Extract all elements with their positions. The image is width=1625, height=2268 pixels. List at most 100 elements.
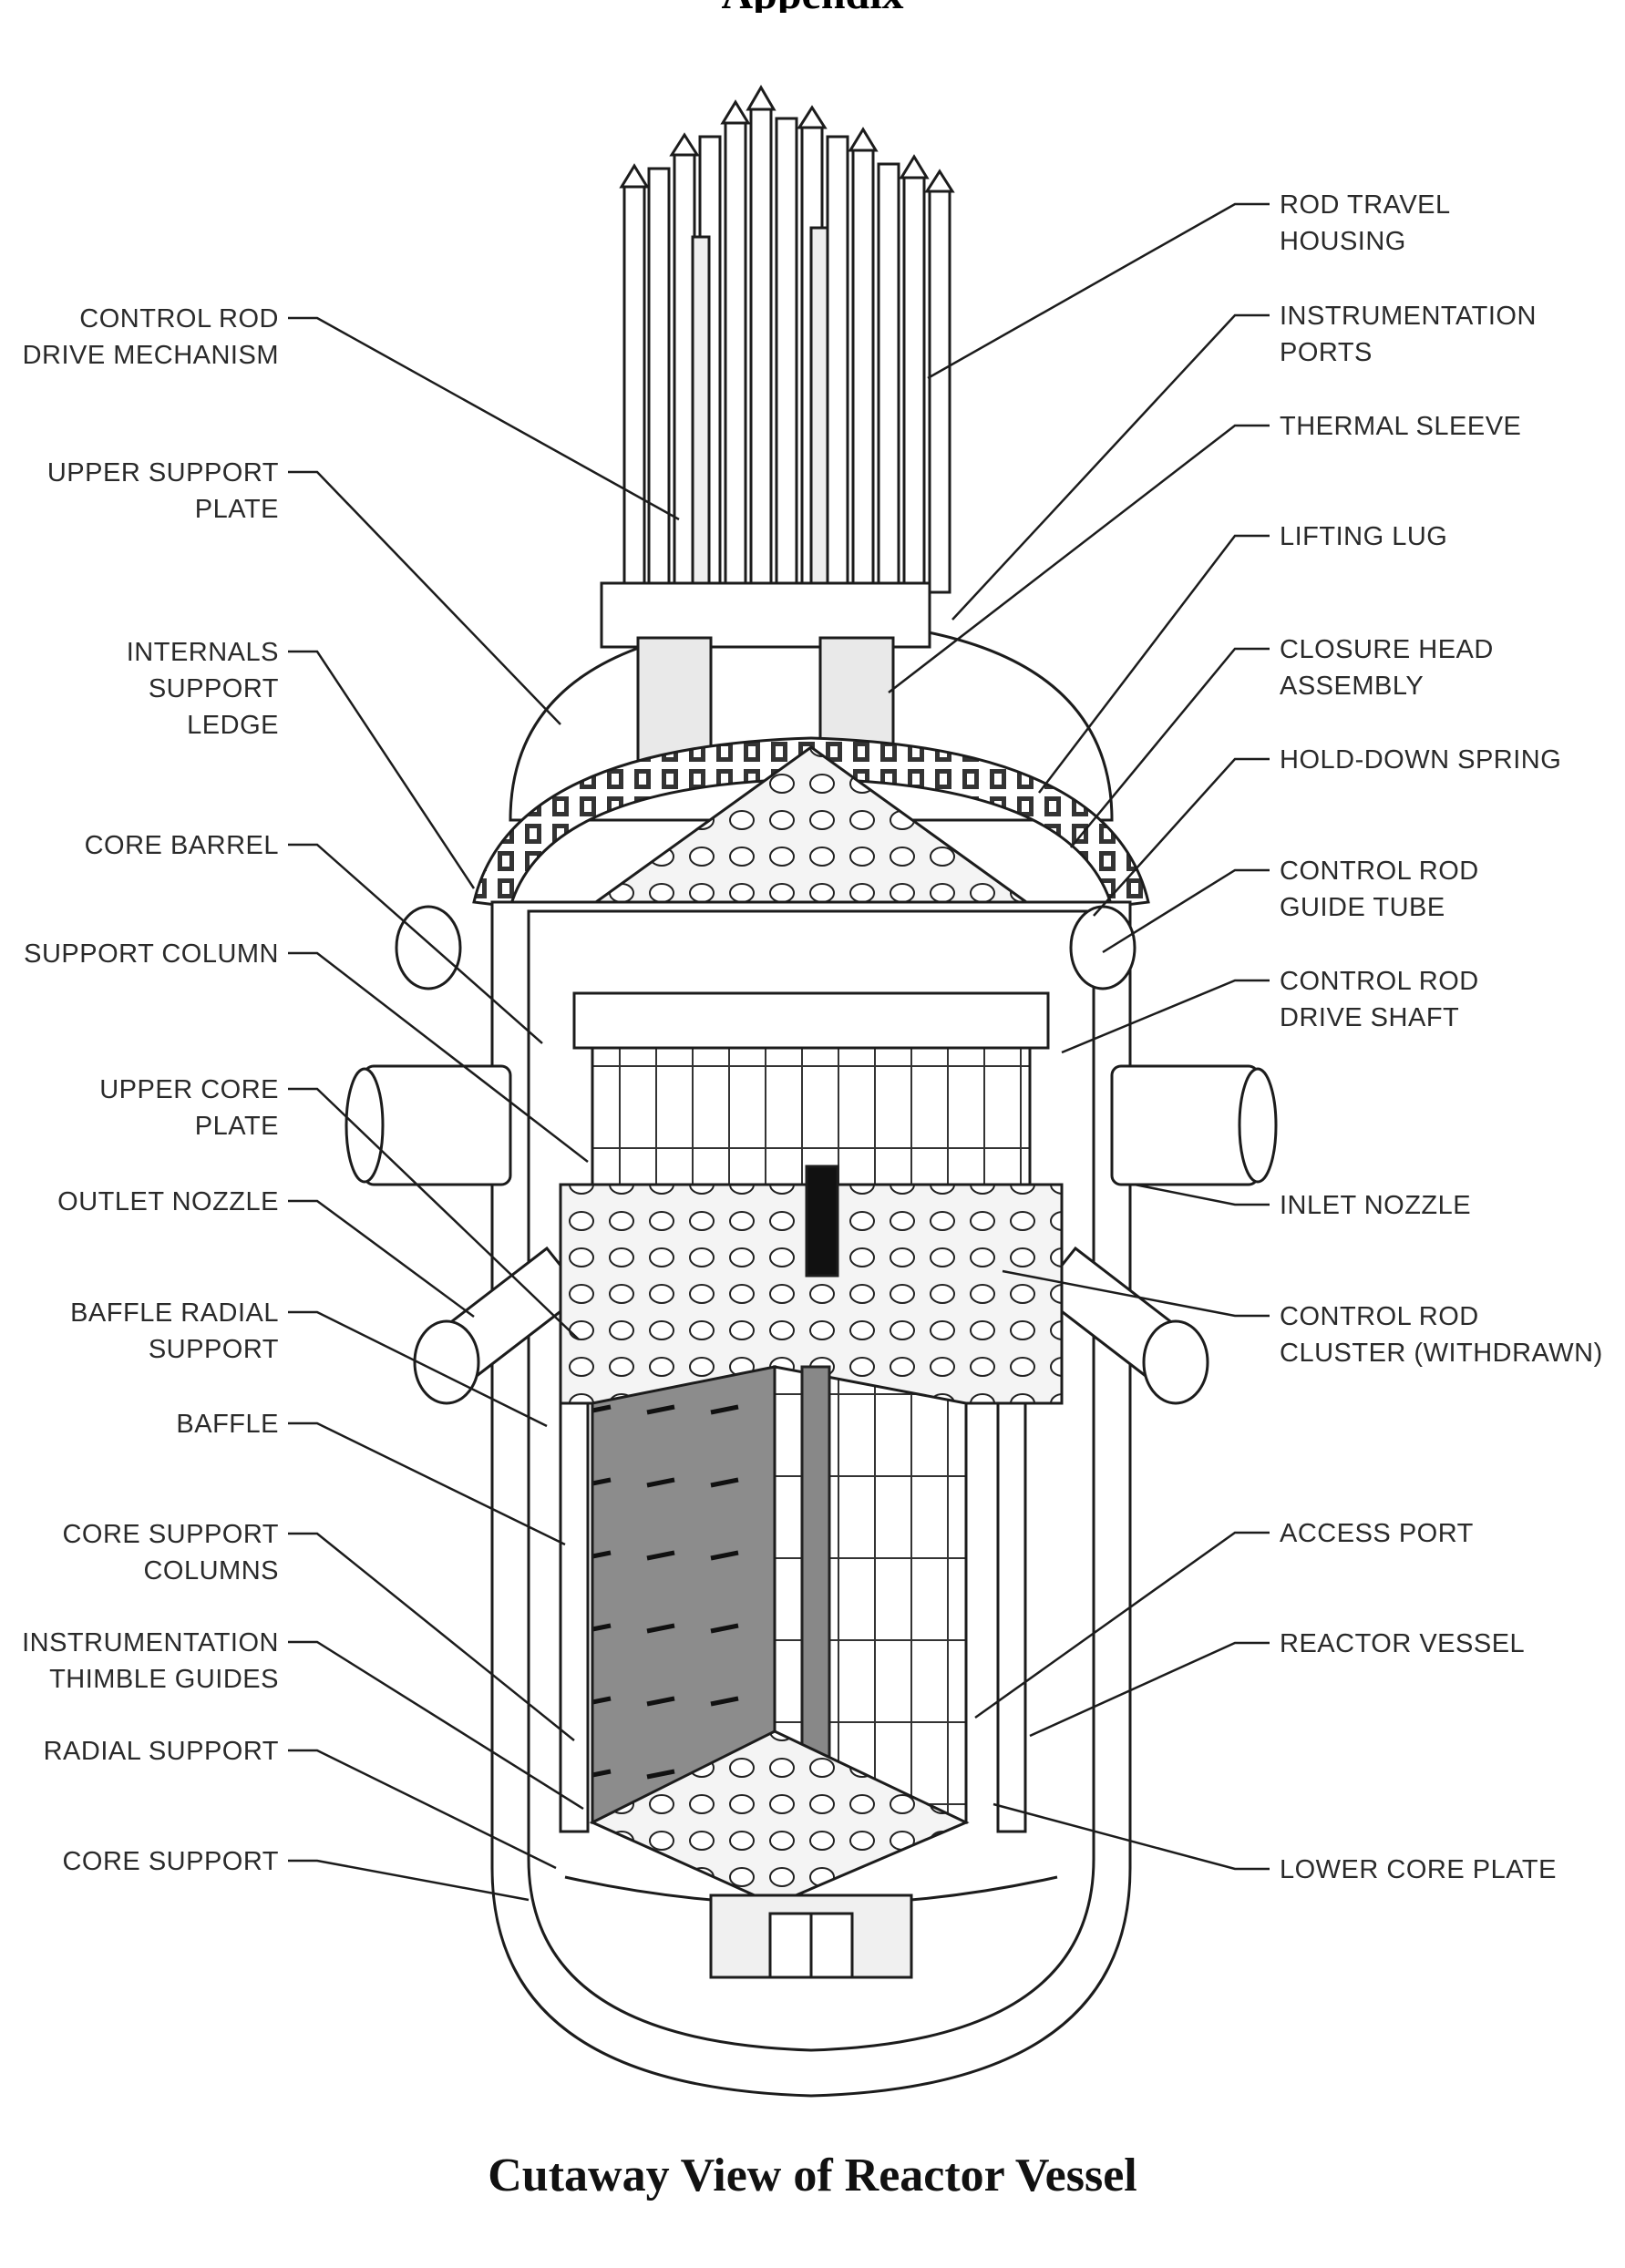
left-label-support-column-line: SUPPORT COLUMN [24, 939, 279, 969]
right-label-hold-down-spring-line: HOLD-DOWN SPRING [1280, 745, 1561, 775]
left-label-control-rod-drive-mechanism-line: CONTROL ROD [79, 304, 279, 334]
left-label-core-support-columns: CORE SUPPORT COLUMNS [62, 1520, 279, 1586]
leader-inlet-nozzle [1134, 1183, 1270, 1206]
right-label-control-rod-guide-tube-line: GUIDE TUBE [1280, 893, 1445, 922]
leader-outlet-nozzle [288, 1199, 475, 1319]
right-label-instrumentation-ports-line: PORTS [1280, 338, 1373, 367]
right-label-closure-head-assembly-line: ASSEMBLY [1280, 672, 1424, 701]
right-label-access-port: ACCESS PORT [1280, 1519, 1474, 1548]
right-callout-labels: ROD TRAVEL HOUSING INSTRUMENTATION PORTS THE… [1280, 190, 1602, 1884]
control-rod-cluster-art [805, 1165, 839, 1278]
left-label-core-support-columns-line: CORE SUPPORT [62, 1520, 279, 1549]
right-label-lifting-lug: LIFTING LUG [1280, 522, 1447, 551]
left-label-instrumentation-thimble-guides-line: THIMBLE GUIDES [49, 1665, 279, 1694]
left-label-core-support-line: CORE SUPPORT [62, 1847, 279, 1876]
leader-hold-down-spring [1093, 757, 1270, 917]
left-label-core-barrel-line: CORE BARREL [85, 831, 279, 860]
left-label-upper-support-plate-line: PLATE [195, 495, 279, 524]
leader-closure-head-assembly [1070, 647, 1270, 848]
left-label-internals-support-ledge-line: SUPPORT [149, 674, 279, 703]
left-label-upper-core-plate-line: PLATE [195, 1112, 279, 1141]
leader-radial-support [288, 1749, 557, 1870]
lower-core-plate-art [589, 1729, 970, 1906]
leader-baffle-radial-support [288, 1310, 548, 1428]
right-label-thermal-sleeve: THERMAL SLEEVE [1280, 412, 1521, 441]
left-label-core-support-columns-line: COLUMNS [143, 1556, 279, 1586]
right-label-rod-travel-housing-line: HOUSING [1280, 227, 1406, 256]
left-label-upper-support-plate-line: UPPER SUPPORT [47, 458, 279, 487]
right-label-closure-head-assembly: CLOSURE HEAD ASSEMBLY [1280, 635, 1494, 701]
appendix-heading-text: Appendix [0, 0, 1625, 13]
right-label-lifting-lug-line: LIFTING LUG [1280, 522, 1447, 551]
right-label-reactor-vessel-line: REACTOR VESSEL [1280, 1629, 1525, 1658]
leader-instrumentation-ports [951, 313, 1270, 621]
right-label-control-rod-cluster-withdrawn-line: CONTROL ROD [1280, 1302, 1479, 1331]
leader-core-support [288, 1859, 530, 1902]
right-label-thermal-sleeve-line: THERMAL SLEEVE [1280, 412, 1521, 441]
leader-lower-core-plate [992, 1802, 1270, 1871]
right-label-inlet-nozzle-line: INLET NOZZLE [1280, 1191, 1471, 1220]
leader-thermal-sleeve [888, 424, 1270, 693]
left-label-outlet-nozzle: OUTLET NOZZLE [57, 1187, 279, 1216]
right-label-control-rod-drive-shaft-line: DRIVE SHAFT [1280, 1003, 1459, 1032]
leader-control-rod-cluster [1002, 1269, 1270, 1318]
left-label-core-barrel: CORE BARREL [85, 831, 279, 860]
left-label-support-column: SUPPORT COLUMN [24, 939, 279, 969]
right-label-control-rod-drive-shaft-line: CONTROL ROD [1280, 967, 1479, 996]
vessel-artwork [345, 85, 1278, 2098]
right-label-lower-core-plate: LOWER CORE PLATE [1280, 1855, 1557, 1884]
right-label-lower-core-plate-line: LOWER CORE PLATE [1280, 1855, 1557, 1884]
leader-lines [288, 202, 1270, 1902]
right-label-instrumentation-ports: INSTRUMENTATION PORTS [1280, 302, 1537, 367]
left-label-radial-support-line: RADIAL SUPPORT [44, 1737, 279, 1766]
left-label-internals-support-ledge: INTERNALS SUPPORT LEDGE [127, 638, 279, 740]
left-label-baffle-line: BAFFLE [176, 1410, 279, 1439]
right-label-hold-down-spring: HOLD-DOWN SPRING [1280, 745, 1561, 775]
left-label-internals-support-ledge-line: INTERNALS [127, 638, 279, 667]
right-label-rod-travel-housing-line: ROD TRAVEL [1280, 190, 1451, 220]
left-label-baffle-radial-support: BAFFLE RADIAL SUPPORT [70, 1298, 279, 1364]
nozzles [345, 905, 1278, 1405]
leader-rod-travel-housing [927, 202, 1270, 380]
leader-instrumentation-thimble-guides [288, 1640, 584, 1811]
control-rod-drive-tubes [619, 85, 955, 621]
right-label-control-rod-guide-tube: CONTROL ROD GUIDE TUBE [1280, 857, 1479, 922]
appendix-heading: Appendix [0, 0, 1625, 13]
left-label-upper-support-plate: UPPER SUPPORT PLATE [47, 458, 279, 524]
left-label-instrumentation-thimble-guides: INSTRUMENTATION THIMBLE GUIDES [22, 1628, 279, 1694]
left-label-upper-core-plate: UPPER CORE PLATE [99, 1075, 279, 1141]
leader-access-port [974, 1531, 1270, 1719]
leader-baffle [288, 1421, 566, 1546]
figure-caption: Cutaway View of Reactor Vessel [488, 2150, 1137, 2201]
left-label-outlet-nozzle-line: OUTLET NOZZLE [57, 1187, 279, 1216]
left-label-baffle: BAFFLE [176, 1410, 279, 1439]
leader-core-support-columns [288, 1532, 575, 1741]
leader-internals-support-ledge [288, 650, 476, 889]
left-label-internals-support-ledge-line: LEDGE [187, 711, 279, 740]
leader-core-barrel [288, 843, 543, 1044]
left-label-baffle-radial-support-line: BAFFLE RADIAL [70, 1298, 279, 1328]
right-label-reactor-vessel: REACTOR VESSEL [1280, 1629, 1525, 1658]
left-label-baffle-radial-support-line: SUPPORT [149, 1335, 279, 1364]
leader-reactor-vessel [1029, 1641, 1270, 1738]
head-adapter-block [600, 581, 931, 649]
right-label-control-rod-guide-tube-line: CONTROL ROD [1280, 857, 1479, 886]
left-label-instrumentation-thimble-guides-line: INSTRUMENTATION [22, 1628, 279, 1657]
left-label-upper-core-plate-line: UPPER CORE [99, 1075, 279, 1104]
right-label-access-port-line: ACCESS PORT [1280, 1519, 1474, 1548]
leader-control-rod-guide-tube [1102, 868, 1270, 954]
left-label-radial-support: RADIAL SUPPORT [44, 1737, 279, 1766]
leader-control-rod-drive-mechanism [288, 316, 680, 521]
right-label-control-rod-drive-shaft: CONTROL ROD DRIVE SHAFT [1280, 967, 1479, 1032]
flange-bolt-ring [472, 736, 1150, 908]
leader-upper-core-plate [288, 1087, 580, 1340]
right-label-instrumentation-ports-line: INSTRUMENTATION [1280, 302, 1537, 331]
right-label-closure-head-assembly-line: CLOSURE HEAD [1280, 635, 1494, 664]
right-label-inlet-nozzle: INLET NOZZLE [1280, 1191, 1471, 1220]
right-label-rod-travel-housing: ROD TRAVEL HOUSING [1280, 190, 1451, 256]
leader-lifting-lug [1038, 534, 1270, 794]
